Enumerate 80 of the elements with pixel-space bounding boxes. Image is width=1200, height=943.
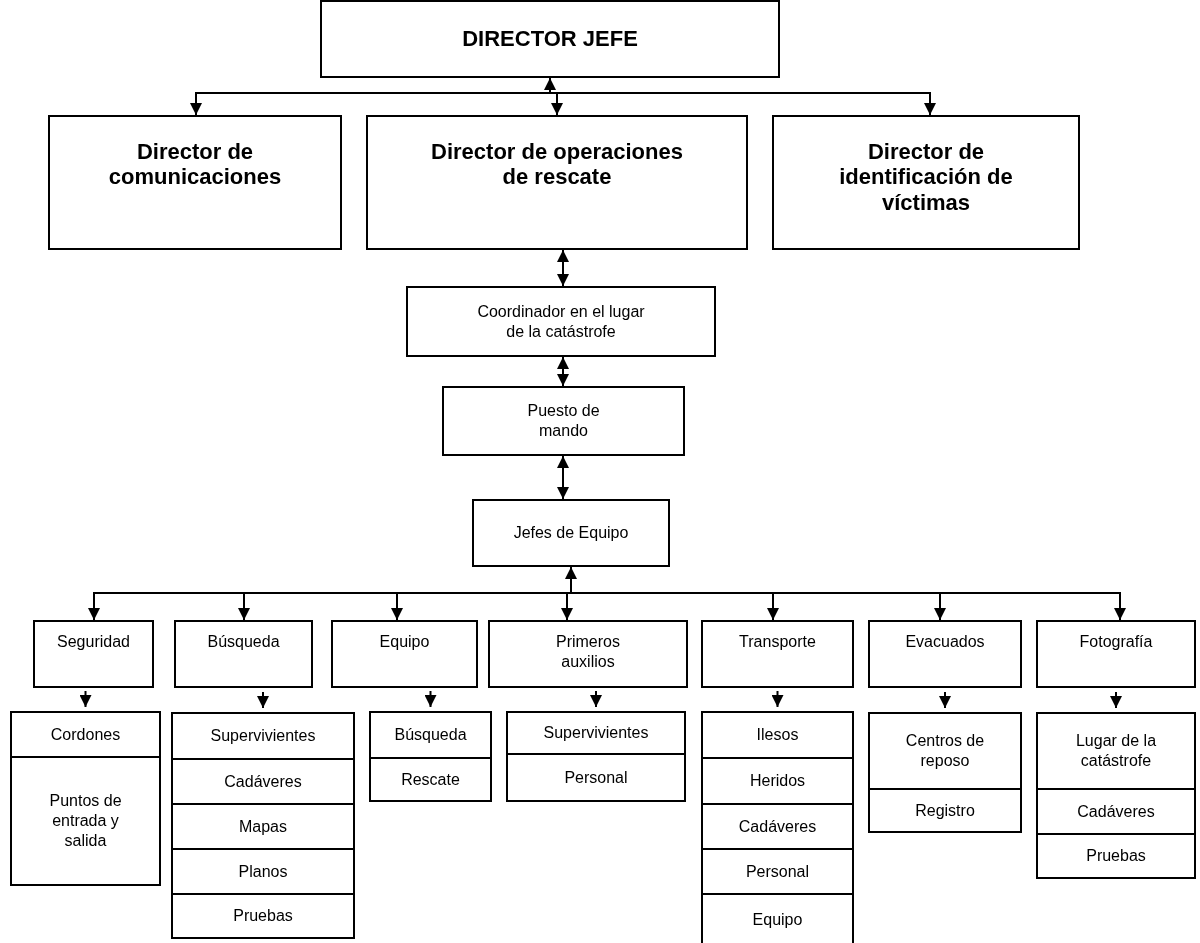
item-box: [171, 758, 355, 805]
node-label: Puntos de entrada y salida: [48, 791, 123, 851]
group-box: [174, 620, 313, 688]
node-label: DIRECTOR JEFE: [462, 26, 638, 52]
item-box: [369, 757, 492, 802]
node-label: Director de comunicaciones: [107, 139, 283, 190]
director-box: [48, 115, 342, 250]
item-box: [701, 803, 854, 851]
node-label: Lugar de la catástrofe: [1074, 731, 1158, 771]
node-label: Coordinador en el lugar de la catástrofe: [476, 301, 646, 342]
process-box: [442, 386, 685, 456]
process-box: [472, 499, 670, 567]
node-label: Registro: [915, 800, 975, 821]
arrow: [557, 356, 569, 387]
arrow: [557, 455, 569, 500]
node-label: Puesto de mando: [526, 401, 601, 441]
arrowhead: [1110, 691, 1122, 709]
node-label: Equipo: [752, 910, 803, 930]
node-label: Transporte: [739, 632, 816, 652]
arrowhead: [257, 691, 269, 709]
item-box: [506, 711, 686, 755]
arrowhead: [590, 690, 602, 708]
process-box: [406, 286, 716, 357]
item-box: [868, 712, 1022, 790]
item-box: [171, 848, 355, 895]
item-box: [171, 803, 355, 850]
node-label: Búsqueda: [207, 632, 280, 652]
node-label: Búsqueda: [394, 725, 467, 745]
node-label: Cadáveres: [738, 817, 817, 837]
node-label: Centros de reposo: [904, 731, 986, 771]
item-box: [1036, 833, 1196, 879]
item-box: [171, 712, 355, 760]
item-box: [701, 757, 854, 805]
node-label: Cadáveres: [224, 771, 302, 792]
item-box: [701, 711, 854, 759]
arrowhead: [771, 690, 784, 708]
node-label: Jefes de Equipo: [513, 523, 629, 543]
group-box: [868, 620, 1022, 688]
node-label: Pruebas: [233, 906, 293, 926]
director-box: [366, 115, 748, 250]
node-label: Personal: [564, 767, 628, 788]
item-box: [868, 788, 1022, 833]
node-label: Pruebas: [1086, 846, 1146, 866]
director-box: [320, 0, 780, 78]
node-label: Director de identificación de víctimas: [838, 139, 1014, 215]
item-box: [701, 893, 854, 943]
node-label: Supervivientes: [543, 723, 649, 743]
node-label: Seguridad: [57, 632, 130, 652]
arrow: [557, 249, 569, 287]
group-box: [33, 620, 154, 688]
item-box: [1036, 788, 1196, 835]
item-box: [171, 893, 355, 939]
node-label: Heridos: [749, 771, 806, 791]
arrowhead: [79, 690, 92, 708]
node-label: Cadáveres: [1077, 801, 1155, 822]
node-label: Ilesos: [756, 725, 799, 745]
node-label: Equipo: [379, 632, 430, 652]
arrowhead: [939, 691, 951, 709]
node-label: Supervivientes: [210, 726, 316, 746]
node-label: Director de operaciones de rescate: [430, 139, 684, 190]
director-box: [772, 115, 1080, 250]
node-label: Mapas: [239, 816, 287, 837]
item-box: [701, 848, 854, 896]
arrowhead: [424, 690, 437, 708]
item-box: [506, 753, 686, 802]
node-label: Planos: [238, 861, 288, 882]
item-box: [369, 711, 492, 759]
node-label: Cordones: [50, 724, 121, 745]
node-label: Rescate: [401, 769, 460, 790]
item-box: [10, 711, 161, 758]
node-label: Personal: [745, 862, 810, 882]
node-label: Fotografía: [1079, 632, 1153, 652]
item-box: [10, 756, 161, 886]
item-box: [1036, 712, 1196, 790]
group-box: [488, 620, 688, 688]
group-box: [1036, 620, 1196, 688]
group-box: [331, 620, 478, 688]
group-box: [701, 620, 854, 688]
node-label: Evacuados: [905, 632, 985, 652]
node-label: Primeros auxilios: [555, 632, 621, 672]
